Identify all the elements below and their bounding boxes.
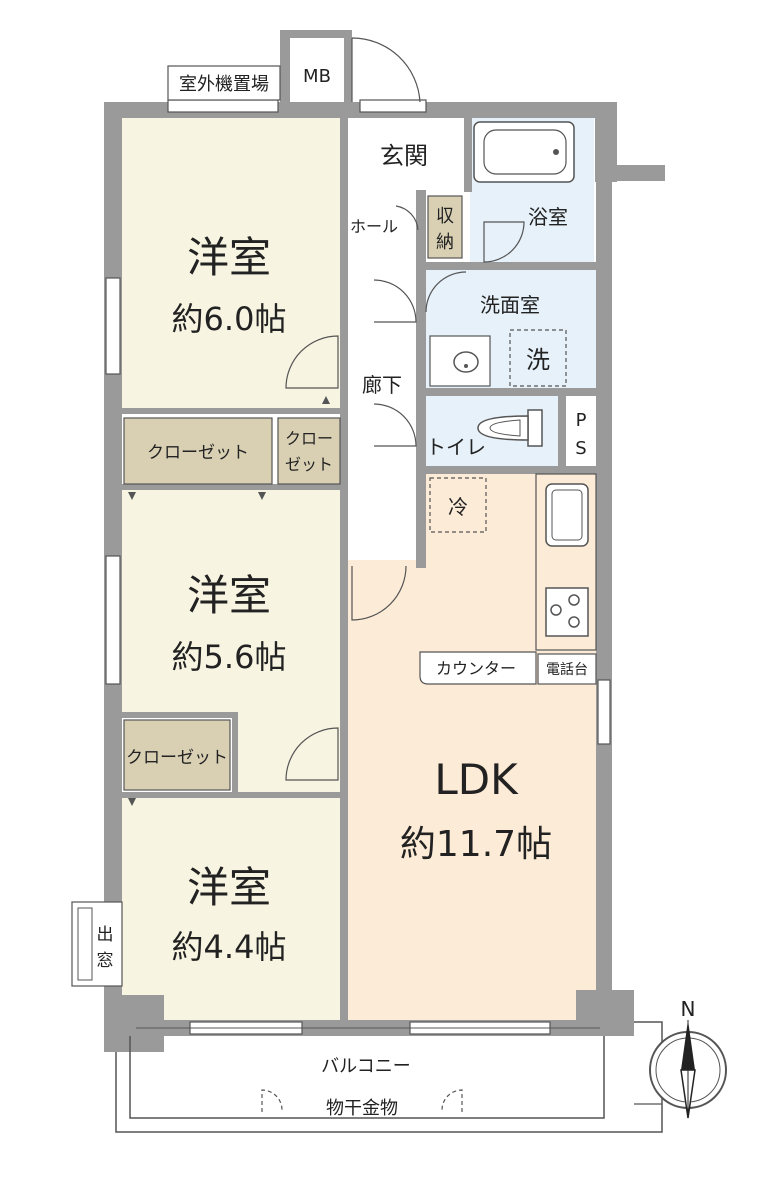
clothes-hanger-label: 物干金物	[326, 1098, 398, 1119]
fridge-space	[429, 477, 487, 533]
counter-shape	[419, 651, 537, 685]
room2-name: 洋室	[187, 571, 271, 620]
closet-2	[277, 417, 341, 485]
window-ldk-right	[597, 679, 611, 745]
closets	[123, 195, 463, 806]
room3-floor	[122, 798, 340, 1020]
room3-name: 洋室	[187, 863, 271, 912]
room1-floor	[122, 118, 340, 410]
closet-3	[123, 719, 231, 791]
room1-size: 約6.0帖	[172, 300, 287, 338]
washer-space	[509, 329, 567, 387]
room2-floor-ext	[232, 714, 340, 794]
fridge-label: 冷	[448, 495, 468, 519]
washroom-label: 洗面室	[480, 293, 540, 317]
room2-floor	[122, 488, 340, 714]
counter-label: カウンター	[436, 659, 516, 678]
compass-icon	[649, 1020, 727, 1119]
storage-label-1: 収	[436, 206, 454, 227]
window-room1-left	[105, 277, 121, 375]
entrance-door-swing	[351, 37, 421, 103]
corridor-label: 廊下	[362, 373, 402, 397]
closet-2-label-1: クロー	[285, 429, 333, 448]
sink-icon	[429, 335, 491, 387]
ps-label-2: S	[575, 438, 586, 459]
room1-name: 洋室	[187, 233, 271, 282]
storage	[427, 195, 463, 259]
bathtub-icon	[473, 121, 575, 183]
mb-label: MB	[303, 66, 331, 87]
balcony-label: バルコニー	[321, 1056, 411, 1077]
room3-size: 約4.4帖	[172, 928, 287, 966]
storage-label-2: 納	[436, 232, 454, 253]
washer-label: 洗	[526, 346, 550, 374]
toilet-icon	[477, 409, 543, 447]
room-floors	[122, 118, 596, 1022]
entrance-label: 玄関	[380, 142, 428, 170]
window-entrance-top	[359, 99, 427, 113]
ldk-floor	[348, 472, 596, 1022]
closet-1	[123, 417, 273, 485]
closet-1-label: クローゼット	[147, 443, 249, 463]
ldk-size: 約11.7帖	[400, 824, 552, 865]
ldk-name: LDK	[434, 755, 519, 804]
ps-floor	[566, 396, 596, 466]
closet-2-label-2: ゼット	[285, 455, 333, 474]
entrance-floor	[348, 118, 464, 190]
doors	[261, 205, 525, 1112]
room2-size: 約5.6帖	[172, 638, 287, 676]
mb-box	[290, 38, 344, 102]
windows	[105, 99, 611, 1035]
window-outdoor-unit	[167, 99, 279, 113]
hall-label: ホール	[350, 217, 398, 236]
closet-3-label: クローゼット	[126, 748, 228, 768]
kitchen-sink-icon	[545, 483, 589, 547]
balcony	[115, 1021, 663, 1133]
north-label: N	[681, 997, 696, 1021]
bath-label: 浴室	[528, 205, 568, 229]
bay-window-label-1: 出	[97, 925, 114, 945]
outdoor-unit-label: 室外機置場	[179, 74, 269, 95]
stove-icon	[545, 587, 589, 637]
corridor-floor	[346, 118, 422, 560]
phone-stand	[537, 653, 597, 685]
toilet-label: トイレ	[426, 435, 486, 459]
phone-stand-label: 電話台	[546, 661, 588, 678]
ps-label-1: P	[576, 410, 587, 431]
outdoor-unit-area	[167, 65, 281, 101]
labels: 室外機置場 MB 玄関 浴室 ホール 収 納 洗面室 洗 廊下 トイレ P S …	[97, 66, 696, 1119]
window-room2-left	[105, 555, 121, 685]
bay-window-label-2: 窓	[97, 951, 114, 971]
